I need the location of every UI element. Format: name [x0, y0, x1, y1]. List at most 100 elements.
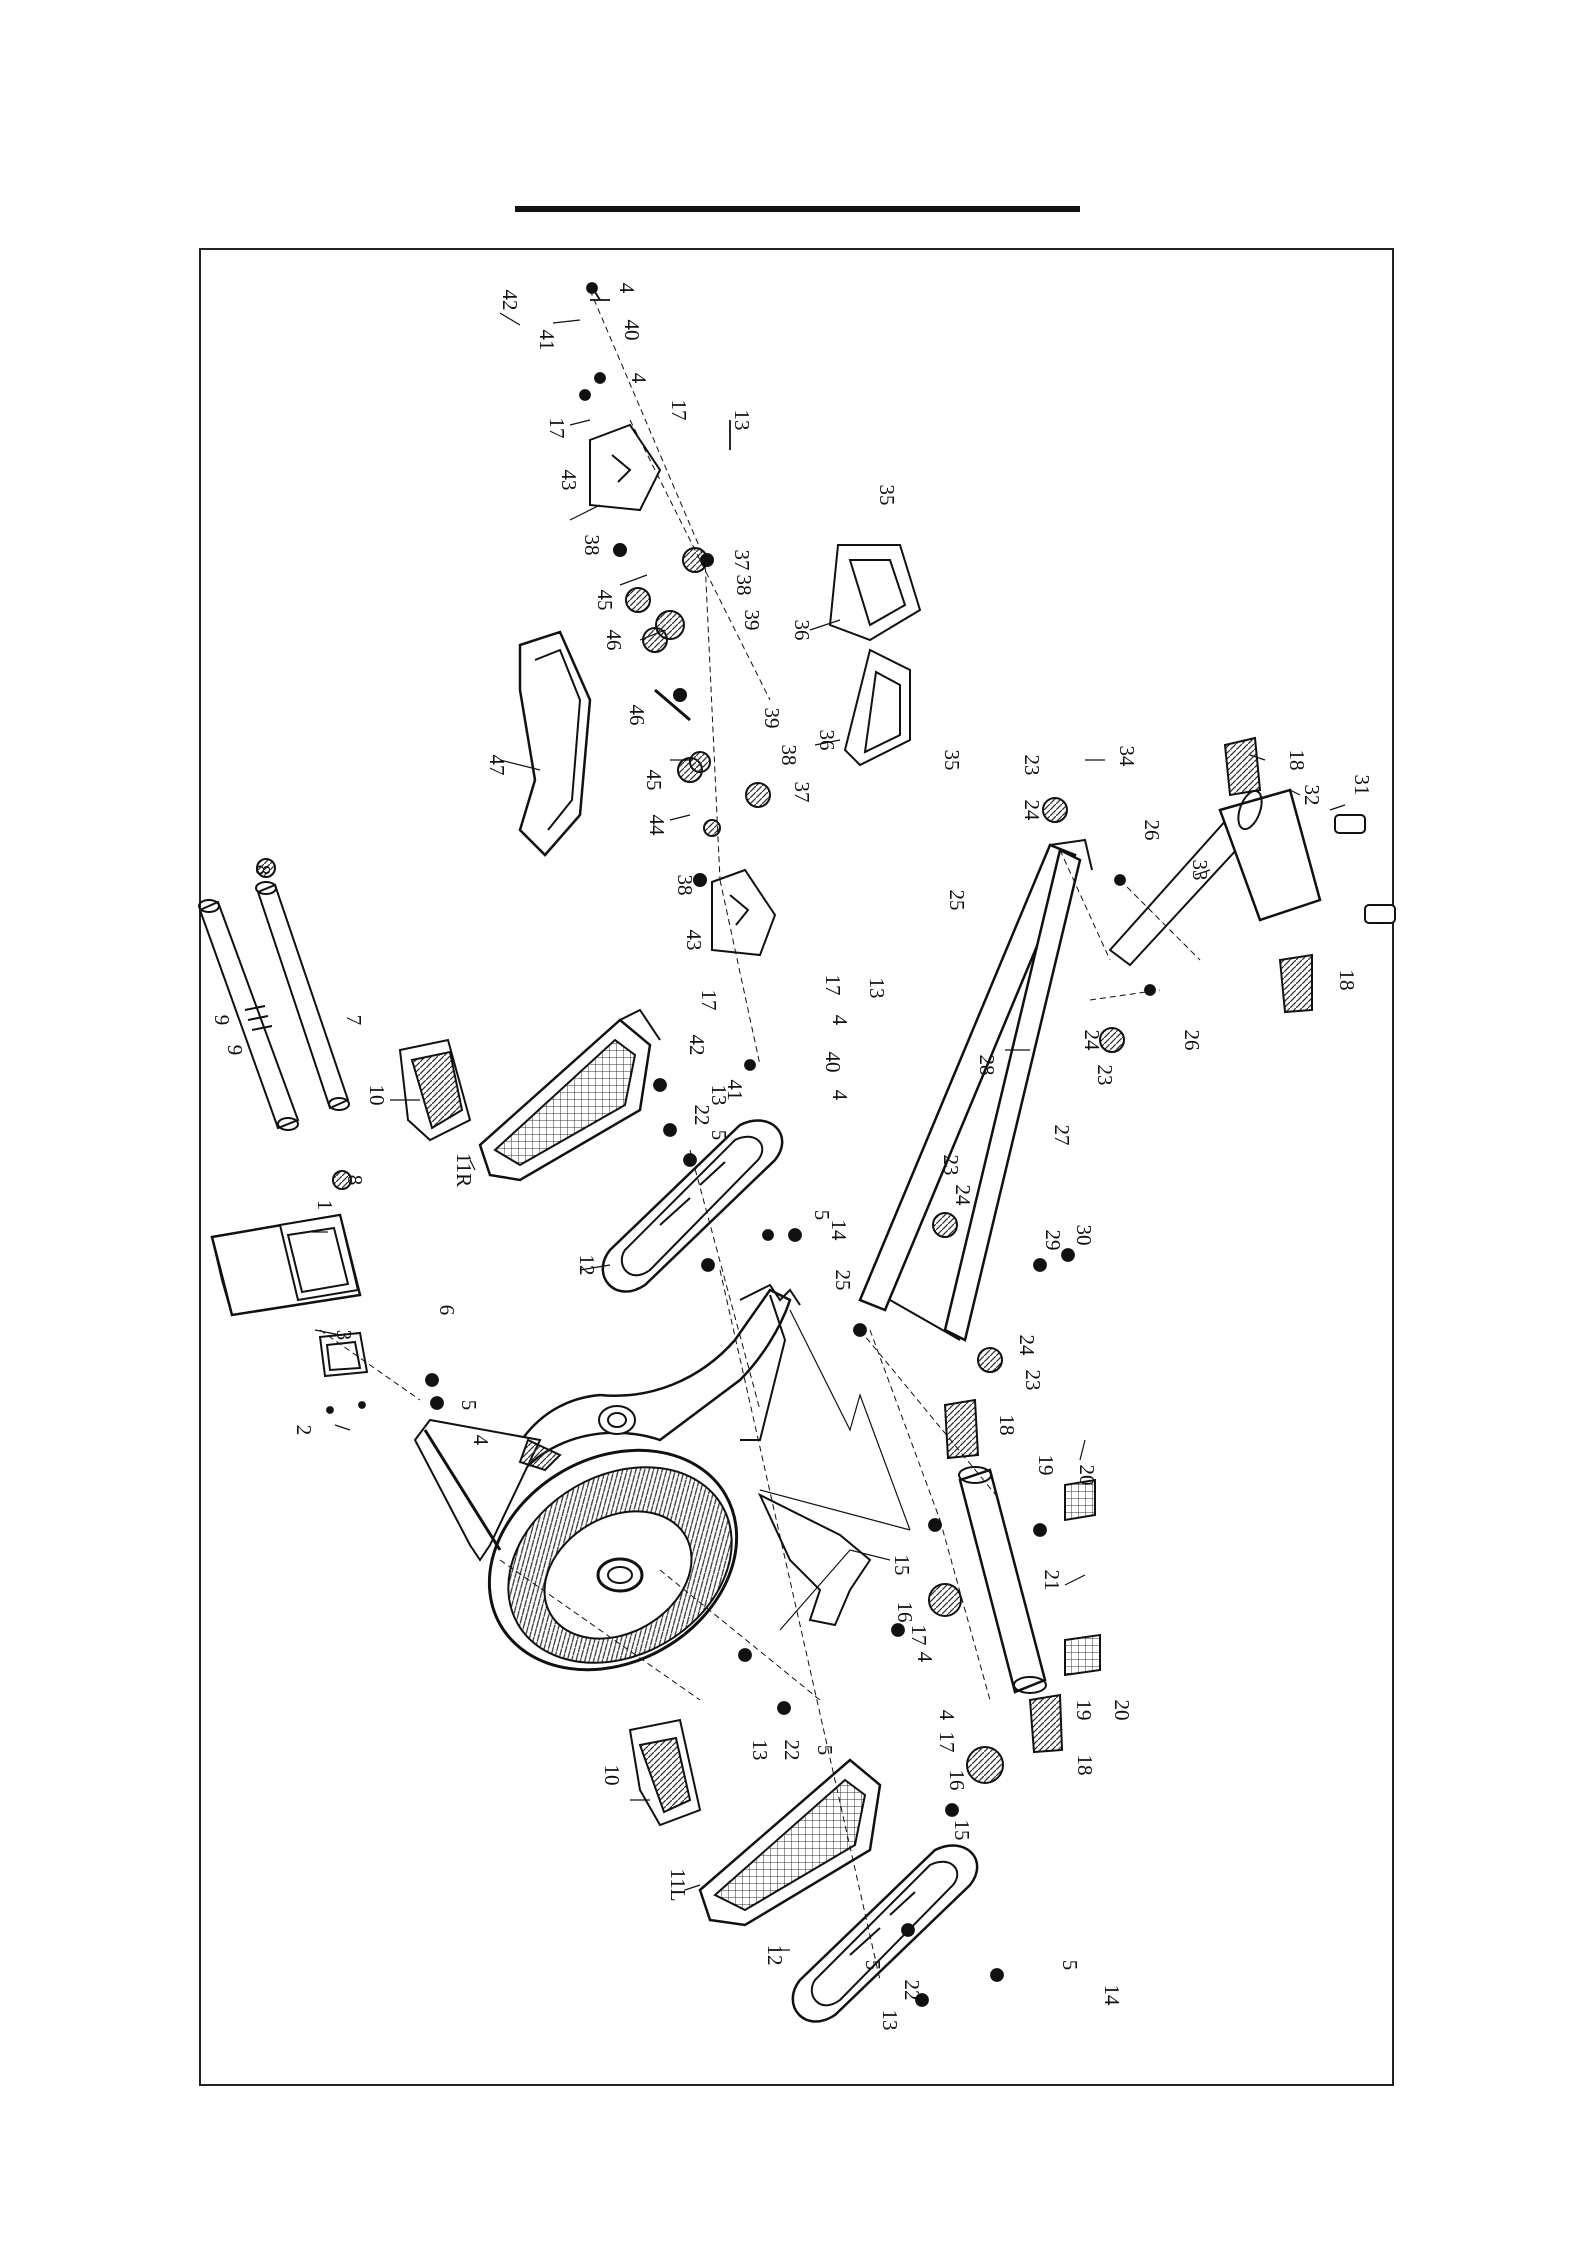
main-rail	[860, 840, 1092, 1340]
part-label-24: 24	[1020, 800, 1044, 822]
part-label-14: 14	[1100, 1985, 1124, 2007]
part-label-26: 26	[1180, 1030, 1204, 1051]
part-label-27: 27	[1050, 1125, 1074, 1146]
part-label-4: 4	[828, 1090, 852, 1101]
part-label-11r: 11R	[452, 1153, 476, 1187]
zigzag-line	[790, 1310, 910, 1530]
rear-stabilizer	[1110, 788, 1320, 965]
part-label-23: 23	[939, 1155, 963, 1176]
part-label-24: 24	[1080, 1030, 1104, 1052]
part-label-4: 4	[627, 373, 651, 384]
part-label-6: 6	[435, 1305, 459, 1316]
part-label-4: 4	[913, 1652, 937, 1663]
wheel-16-lower	[967, 1747, 1003, 1783]
part-label-43: 43	[557, 470, 581, 491]
part-label-17: 17	[545, 418, 569, 439]
part-label-18: 18	[1285, 750, 1309, 771]
part-label-23: 23	[1021, 1370, 1045, 1391]
pedal-right	[480, 1010, 660, 1180]
part-label-25: 25	[945, 890, 969, 911]
part-label-1: 1	[313, 1200, 337, 1211]
part-label-40: 40	[620, 320, 644, 341]
part-label-2: 2	[292, 1425, 316, 1436]
levelers	[1335, 815, 1395, 923]
flywheel-housing	[415, 1285, 870, 1713]
bottle-holder-bottom	[630, 1720, 700, 1825]
part-label-14: 14	[827, 1220, 851, 1242]
part-label-11l: 11L	[666, 1868, 690, 1901]
part-label-24: 24	[951, 1185, 975, 1207]
part-label-17: 17	[935, 1732, 959, 1753]
part-label-36: 36	[790, 620, 814, 641]
pedal-arm-right	[603, 1120, 782, 1291]
part-label-16: 16	[945, 1770, 969, 1791]
part-label-23: 23	[1020, 755, 1044, 776]
part-label-17: 17	[697, 990, 721, 1011]
part-label-38: 38	[673, 875, 697, 896]
part-label-37: 37	[790, 782, 814, 803]
part-label-41: 41	[723, 1080, 747, 1101]
part-label-22: 22	[900, 1980, 924, 2001]
part-label-25: 25	[831, 1270, 855, 1291]
part-label-4: 4	[935, 1710, 959, 1721]
part-label-19: 19	[1034, 1455, 1058, 1476]
foot-cap-3	[945, 1400, 978, 1458]
part-label-29: 29	[1041, 1230, 1065, 1251]
part-label-20: 20	[1075, 1465, 1099, 1486]
part-label-18: 18	[995, 1415, 1019, 1436]
part-label-21: 21	[1040, 1570, 1064, 1591]
part-label-3: 3	[332, 1330, 356, 1341]
part-label-15: 15	[890, 1555, 914, 1576]
part-label-42: 42	[498, 290, 522, 311]
part-label-4: 4	[469, 1435, 493, 1446]
pedal-left	[700, 1760, 880, 1925]
foot-cap-2	[1280, 955, 1312, 1012]
part-label-9: 9	[223, 1045, 247, 1056]
part-label-10: 10	[365, 1085, 389, 1106]
wheel-16-upper	[929, 1584, 961, 1616]
foot-cap-4	[1030, 1695, 1062, 1752]
part-label-26: 26	[1140, 820, 1164, 841]
part-label-12: 12	[575, 1255, 599, 1276]
part-label-35: 35	[875, 485, 899, 506]
part-label-8: 8	[343, 1175, 367, 1186]
part-label-8: 8	[251, 865, 275, 876]
part-label-17: 17	[821, 975, 845, 996]
part-label-40: 40	[821, 1052, 845, 1073]
part-label-4: 4	[828, 1015, 852, 1026]
part-label-22: 22	[780, 1740, 804, 1761]
part-label-5: 5	[707, 1130, 731, 1141]
part-label-5: 5	[861, 1960, 885, 1971]
part-label-28: 28	[975, 1055, 999, 1076]
part-label-46: 46	[625, 705, 649, 726]
part-label-13: 13	[878, 2010, 902, 2031]
rear-guard-upper	[830, 545, 920, 640]
part-label-7: 7	[342, 1015, 366, 1026]
part-label-19: 19	[1072, 1700, 1096, 1721]
part-label-45: 45	[642, 770, 666, 791]
part-label-33: 33	[1188, 860, 1212, 881]
part-label-38: 38	[580, 535, 604, 556]
foot-cap-1	[1225, 738, 1260, 795]
part-label-38: 38	[732, 575, 756, 596]
part-label-13: 13	[865, 978, 889, 999]
rail-bracket-top	[590, 425, 660, 510]
part-label-5: 5	[813, 1745, 837, 1756]
leader-lines	[312, 313, 1345, 1950]
part-label-22: 22	[690, 1105, 714, 1126]
part-label-46: 46	[602, 630, 626, 651]
part-label-34: 34	[1115, 746, 1139, 768]
part-label-30: 30	[1072, 1225, 1096, 1246]
rail-cover-47	[520, 632, 590, 855]
part-label-45: 45	[593, 590, 617, 611]
part-label-12: 12	[763, 1945, 787, 1966]
part-label-15: 15	[950, 1820, 974, 1841]
part-label-24: 24	[1015, 1335, 1039, 1357]
part-label-44: 44	[645, 815, 669, 837]
part-label-31: 31	[1350, 775, 1374, 796]
part-label-41: 41	[535, 330, 559, 351]
part-label-17: 17	[907, 1625, 931, 1646]
bottle-holder-top	[400, 1040, 470, 1140]
part-label-13: 13	[748, 1740, 772, 1761]
